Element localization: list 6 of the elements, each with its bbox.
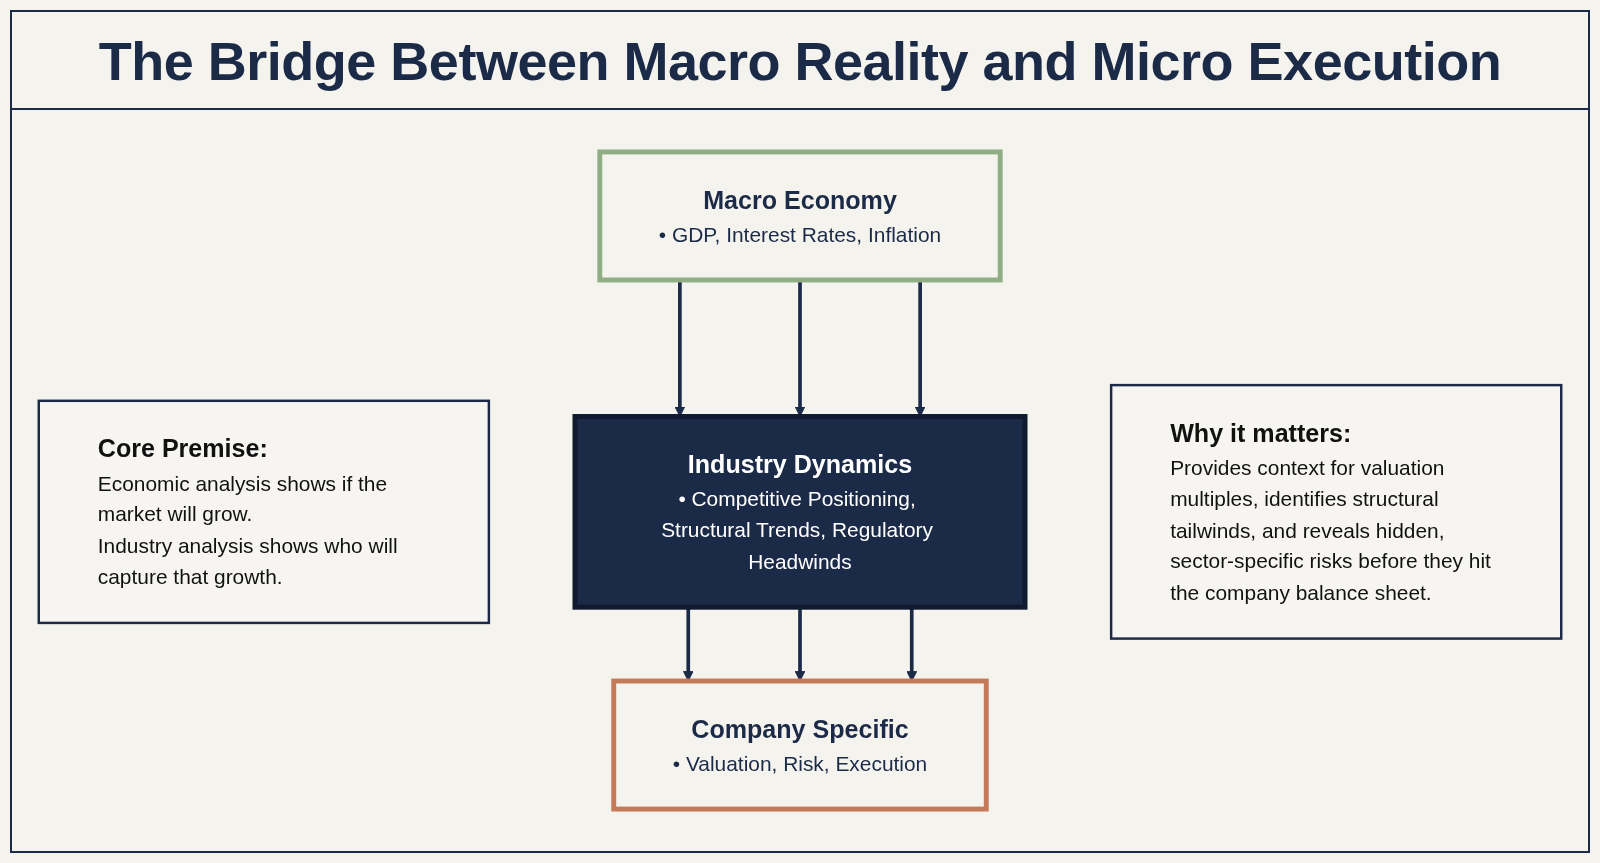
node-box: Why it matters: Provides context for valuation multiples, identifies structural tailwinds, and reveals hidden, sector-specific risks before they hit the company balance sheet.: [1109, 383, 1563, 640]
title: The Bridge Between Macro Reality and Micro Execution: [98, 30, 1502, 92]
node-box: Macro Economy • GDP, Interest Rates, Inflation: [597, 149, 1003, 283]
node-box: Company Specific • Valuation, Risk, Execution: [611, 678, 989, 812]
node-box: Core Premise: Economic analysis shows if the market will grow. Industry analysis shows who will capture that growth.: [37, 399, 491, 625]
node-box: Industry Dynamics • Competitive Positioning, Structural Trends, Regulatory Headwinds: [572, 414, 1028, 610]
